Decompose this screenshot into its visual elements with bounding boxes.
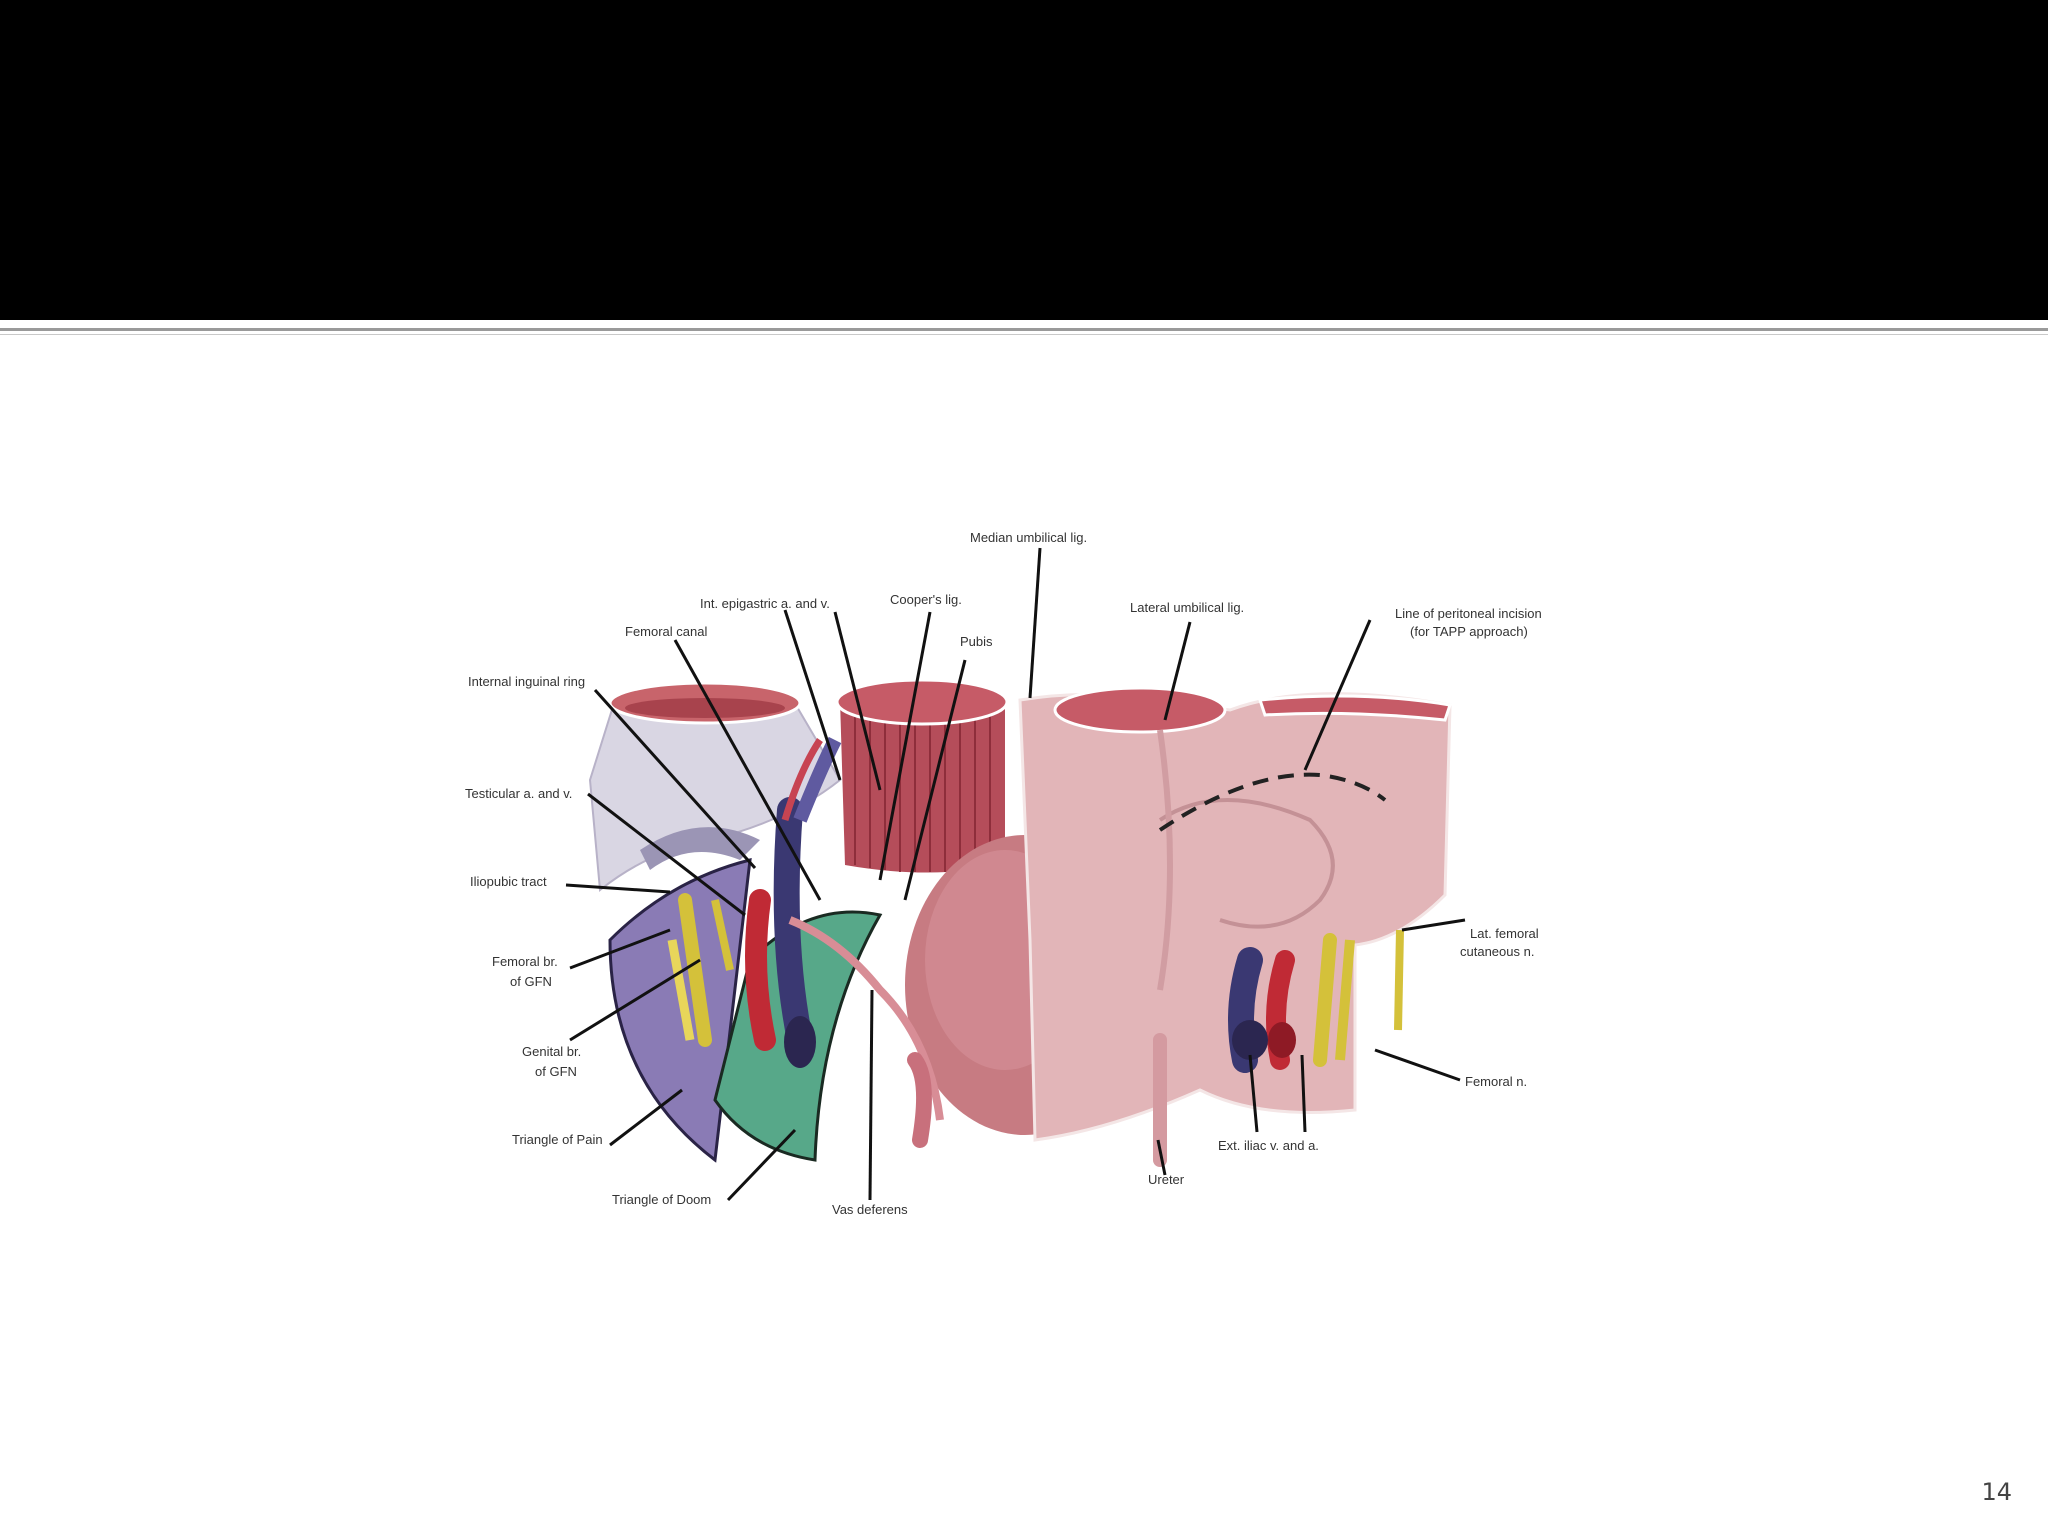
label-femoral-br-2: of GFN — [510, 974, 552, 989]
inguinal-anatomy-diagram: Median umbilical lig. Int. epigastric a.… — [460, 520, 1560, 1230]
vas-deferens — [788, 916, 944, 1121]
label-testicular: Testicular a. and v. — [465, 786, 572, 801]
slide-number: 14 — [1981, 1478, 2012, 1506]
peritoneum-right — [1018, 692, 1452, 1142]
muscle-section-right — [1053, 686, 1227, 734]
label-coopers: Cooper's lig. — [890, 592, 962, 607]
incision-line — [1158, 772, 1387, 832]
title-band — [0, 0, 2048, 320]
femoral-nerve-left — [678, 893, 712, 1047]
epigastric-vessels — [793, 736, 842, 823]
label-femoral-n: Femoral n. — [1465, 1074, 1527, 1089]
label-vas-deferens: Vas deferens — [832, 1202, 908, 1217]
label-lat-femoral-1: Lat. femoral — [1470, 926, 1539, 941]
label-triangle-doom: Triangle of Doom — [612, 1192, 711, 1207]
label-pubis: Pubis — [960, 634, 993, 649]
rectus-muscle — [840, 700, 1005, 873]
label-lateral-umbilical: Lateral umbilical lig. — [1130, 600, 1244, 615]
label-ext-iliac: Ext. iliac v. and a. — [1218, 1138, 1319, 1153]
label-femoral-br-1: Femoral br. — [492, 954, 558, 969]
triangle-of-pain — [608, 858, 752, 1163]
label-peritoneal-1: Line of peritoneal incision — [1395, 606, 1542, 621]
lat-femoral-cutaneous-nerve — [1394, 929, 1404, 1031]
label-femoral-canal: Femoral canal — [625, 624, 707, 639]
label-internal-ring: Internal inguinal ring — [468, 674, 585, 689]
label-triangle-pain: Triangle of Pain — [512, 1132, 603, 1147]
label-iliopubic: Iliopubic tract — [470, 874, 547, 889]
label-genital-br-2: of GFN — [535, 1064, 577, 1079]
label-lat-femoral-2: cutaneous n. — [1460, 944, 1534, 959]
label-genital-br-1: Genital br. — [522, 1044, 581, 1059]
header-rule-thin — [0, 334, 2048, 335]
label-ureter: Ureter — [1148, 1172, 1185, 1187]
iliac-artery-left — [745, 889, 776, 1051]
label-peritoneal-2: (for TAPP approach) — [1410, 624, 1528, 639]
header-rule — [0, 328, 2048, 331]
femoral-nerve-right — [1313, 933, 1337, 1067]
label-int-epigastric: Int. epigastric a. and v. — [700, 596, 830, 611]
label-median-umbilical: Median umbilical lig. — [970, 530, 1087, 545]
pointer-lines — [565, 547, 1466, 1202]
